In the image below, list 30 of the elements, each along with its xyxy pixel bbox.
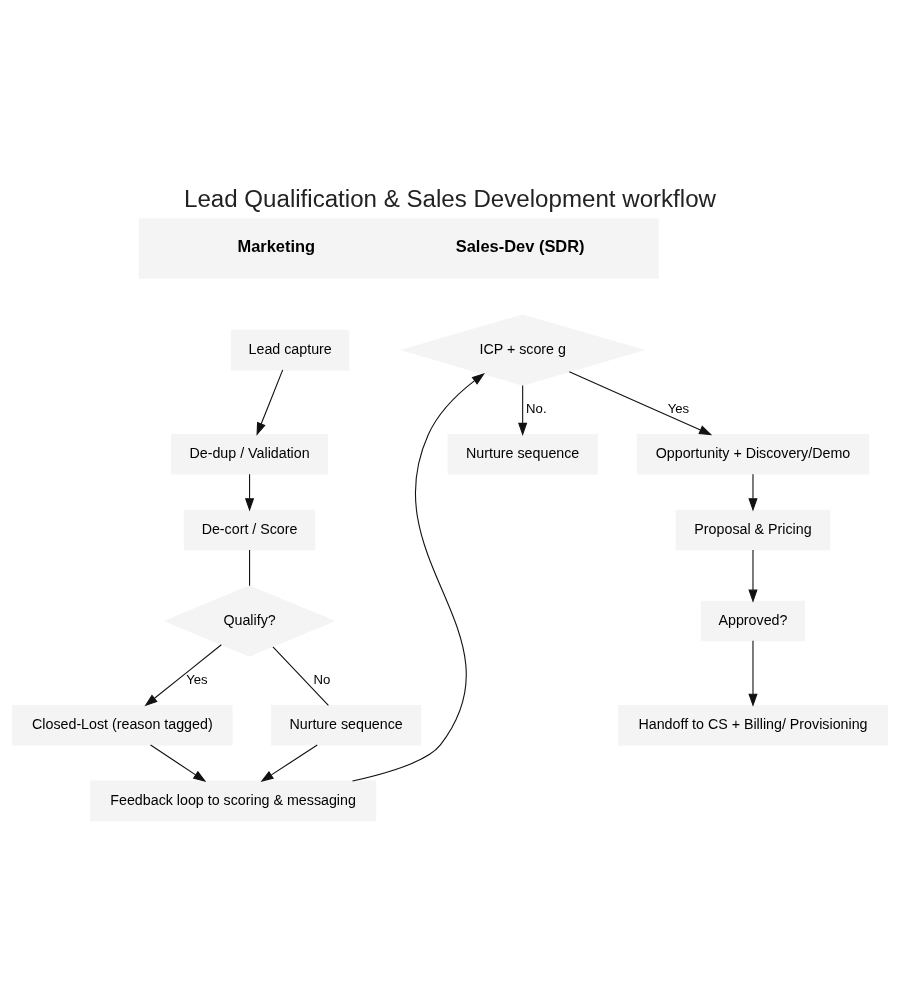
arrow [260, 743, 318, 782]
node-box: De-cort / Score [183, 509, 316, 550]
arrow [748, 473, 758, 511]
diagram-title: Lead Qualification & Sales Development workflow [183, 184, 717, 212]
arrow [244, 473, 255, 511]
node-box: De-dup / Validation [171, 433, 328, 475]
node-diamond: Qualify? [163, 584, 336, 657]
edge-label: No [313, 671, 331, 687]
node-box: Proposal & Pricing [675, 509, 831, 550]
edge-label: Yes [667, 400, 690, 416]
node-box: Closed-Lost (reason tagged) [12, 704, 233, 745]
node-box: Nurture sequence [447, 433, 598, 475]
arrow [748, 639, 758, 707]
node-box: Approved? [700, 600, 806, 641]
connector [272, 645, 329, 706]
node-box: Handoff to CS + Billing/ Provisioning [618, 704, 888, 745]
arrow [568, 370, 713, 435]
node-box: Opportunity + Discovery/Demo [636, 433, 870, 475]
arrow [518, 384, 528, 436]
arrow [150, 743, 207, 782]
arrow [351, 372, 485, 782]
edge-label: No. [526, 400, 547, 416]
connector [249, 548, 251, 586]
arrow [144, 643, 222, 706]
node-box: Lead capture [230, 329, 350, 370]
arrow [748, 548, 758, 603]
arrow [256, 368, 284, 436]
node-box: Nurture sequence [270, 704, 422, 745]
edge-label: Yes [186, 671, 208, 687]
node-box: Feedback loop to scoring & messaging [90, 780, 377, 821]
